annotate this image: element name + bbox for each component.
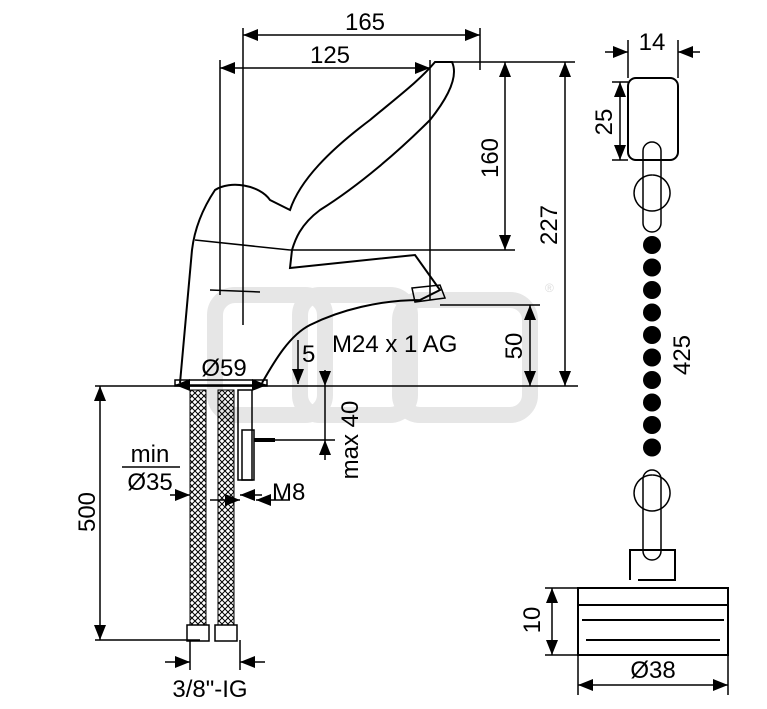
dim-base-diameter: Ø59 — [201, 355, 246, 382]
dim-max-40: max 40 — [337, 401, 364, 480]
supply-hoses — [186, 389, 275, 642]
chain-ball — [643, 303, 661, 322]
plug-chain-drawing — [577, 77, 729, 656]
dim-5: 5 — [302, 341, 315, 368]
dim-50: 50 — [501, 333, 528, 360]
registered-mark: ® — [545, 281, 554, 295]
chain-ball — [643, 393, 661, 412]
dim-chain-length: 425 — [669, 335, 696, 375]
dim-165: 165 — [345, 9, 385, 36]
dim-125: 125 — [310, 42, 350, 69]
chain-ball — [643, 236, 661, 254]
dim-min-hole: Ø35 — [127, 469, 172, 496]
chain-ball — [643, 416, 661, 434]
plug-dimension-lines — [545, 40, 729, 695]
chain-ball — [643, 438, 661, 457]
dim-plug-top-width: 14 — [639, 29, 666, 56]
chain-ball — [643, 258, 661, 277]
min-label: min — [131, 441, 170, 468]
chain-ball — [643, 371, 661, 389]
dim-plug-diameter: Ø38 — [630, 657, 675, 684]
chain-ball — [643, 326, 661, 344]
chain-balls — [643, 236, 661, 457]
dim-plug-top-height: 25 — [591, 109, 618, 136]
dimension-lines — [94, 29, 571, 668]
dim-227: 227 — [536, 205, 563, 245]
dim-m8: M8 — [272, 479, 305, 506]
spout-thread-label: M24 x 1 AG — [332, 331, 457, 358]
dim-plug-height: 10 — [519, 607, 546, 634]
dim-500: 500 — [74, 492, 101, 532]
dim-hose-connection: 3/8"-IG — [172, 676, 247, 703]
chain-ball — [643, 348, 661, 367]
dim-160: 160 — [477, 138, 504, 178]
chain-ball — [643, 281, 661, 299]
